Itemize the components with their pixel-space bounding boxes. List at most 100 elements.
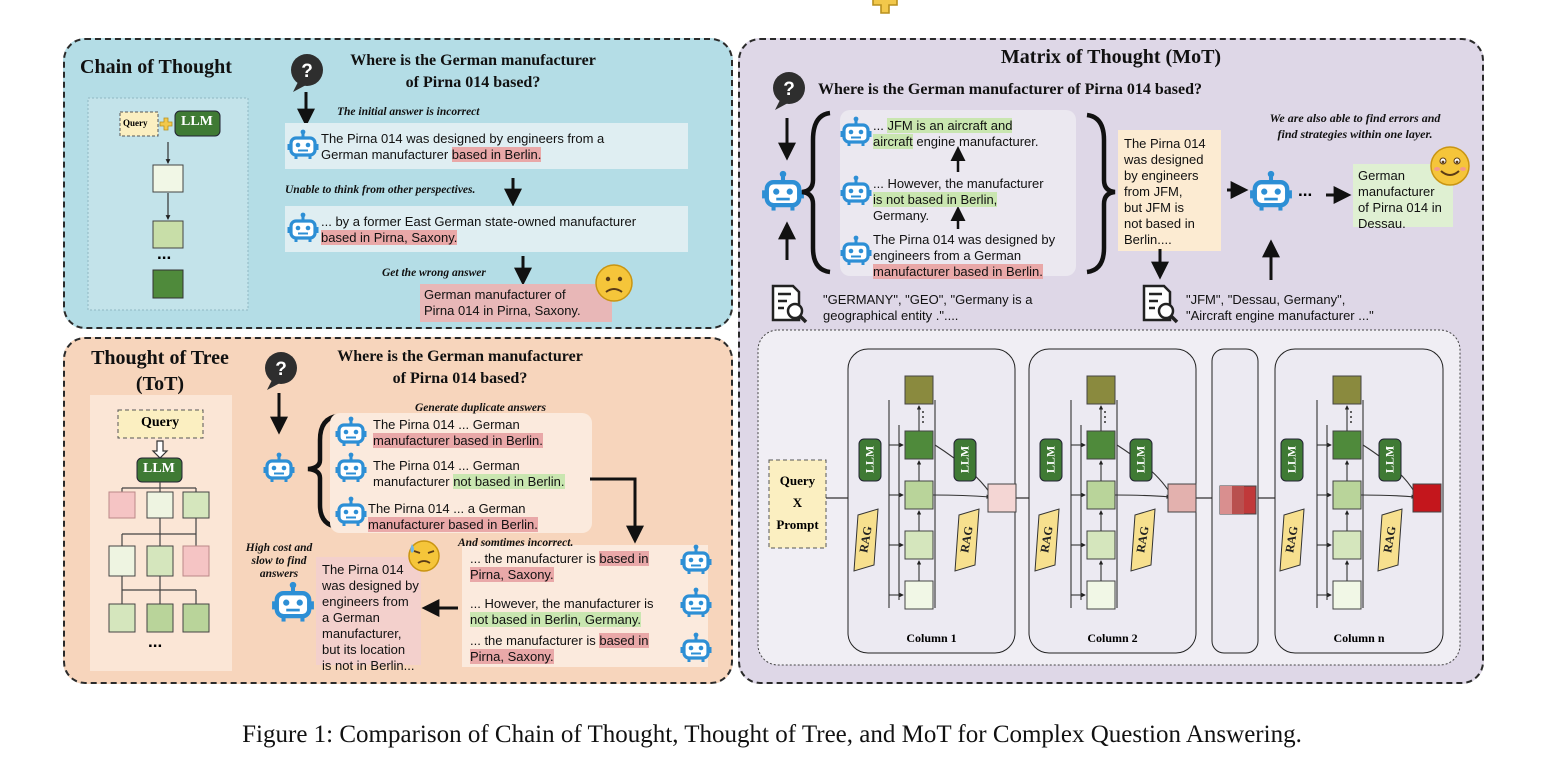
search-document-icon <box>771 284 808 324</box>
answer-line: engineers from a German <box>873 248 1022 263</box>
mot-query-prompt-box <box>768 459 827 549</box>
robot-icon <box>272 582 314 622</box>
mot-query-prompt-label: Query X Prompt <box>769 470 826 536</box>
tot-answer-3: The Pirna 014 ... a German manufacturer … <box>368 501 588 533</box>
llm-tag-label: LLM <box>1133 445 1148 474</box>
matrix-node <box>1332 530 1362 560</box>
tot-incorrect-box <box>462 545 708 667</box>
mot-retrieval-2: "JFM", "Dessau, Germany", "Aircraft engi… <box>1186 292 1446 324</box>
question-line: of Pirna 014 based? <box>392 370 528 387</box>
answer-line: ... by a former East German state-owned … <box>321 214 637 229</box>
brace <box>1086 112 1116 275</box>
answer-line: The Pirna 014 ... a German <box>368 501 526 516</box>
note-line: We are also able to find errors and <box>1269 111 1441 125</box>
mot-summary: The Pirna 014 was designed by engineers … <box>1124 136 1220 248</box>
mot-ellipsis: ... <box>1298 181 1313 200</box>
cot-note-unable: Unable to think from other perspectives. <box>285 184 476 196</box>
answer-line: German manufacturer of <box>424 287 566 302</box>
summary-line: Berlin.... <box>1124 232 1172 247</box>
answer-line: Pirna 014 in Pirna, Saxony. <box>424 303 581 318</box>
summary-line: by engineers <box>1124 168 1199 183</box>
sad-face-icon <box>595 264 633 302</box>
answer-line: but its location <box>322 642 406 657</box>
answer-line: Germany. <box>873 208 930 223</box>
highlight-text: based in <box>599 551 649 566</box>
highlight-text: based in <box>599 633 649 648</box>
mot-reasoning-1: ... JFM is an aircraft and aircraft engi… <box>873 118 1073 150</box>
column-1-nodes <box>853 375 1017 610</box>
answer-line: ... However, the manufacturer is <box>470 596 654 611</box>
cot-title: Chain of Thought <box>80 56 232 78</box>
question-line: Where is the German manufacturer <box>337 348 583 365</box>
llm-tag-label: LLM <box>862 445 877 474</box>
answer-line: manufacturer, <box>322 626 402 641</box>
cot-final-box <box>420 284 612 322</box>
tot-node <box>108 491 136 519</box>
column-n-label: Column n <box>1333 631 1385 645</box>
tot-node <box>146 603 174 633</box>
tot-title: Thought of Tree (ToT) <box>80 345 240 397</box>
tot-node <box>108 603 136 633</box>
answer-line: The Pirna 014 ... German <box>373 458 520 473</box>
cot-question: Where is the German manufacturer of Pirn… <box>328 50 618 94</box>
matrix-node <box>1086 480 1116 510</box>
answer-text: ... the manufacturer is <box>470 551 600 566</box>
cot-answer-1: The Pirna 014 was designed by engineers … <box>321 131 687 163</box>
column-2-nodes <box>1034 375 1197 610</box>
smile-face-icon <box>1430 146 1470 186</box>
sweat-face-icon <box>408 540 440 572</box>
tot-final-box <box>316 557 421 665</box>
answer-line: is not in Berlin... <box>322 658 415 673</box>
highlight-text: aircraft <box>873 134 913 149</box>
answer-line: was designed by <box>322 578 419 593</box>
answer-line: a German <box>322 610 380 625</box>
tot-ellipsis: ... <box>148 632 163 651</box>
tot-note-cost: High cost and slow to find answers <box>236 542 322 581</box>
note-line: find strategies within one layer. <box>1277 127 1433 141</box>
tot-node <box>182 545 210 577</box>
highlight-text: based in Berlin. <box>451 147 542 162</box>
matrix-node <box>904 430 934 460</box>
question-line: of Pirna 014 based? <box>405 74 541 91</box>
tot-answer-1: The Pirna 014 ... German manufacturer ba… <box>373 417 588 449</box>
question-bubble-icon <box>773 72 805 110</box>
matrix-node <box>1332 430 1362 460</box>
tot-incorrect-1: ... the manufacturer is based in Pirna, … <box>470 551 680 583</box>
x-label: X <box>792 495 803 510</box>
retrieval-line: "GERMANY", "GEO", "Germany is a <box>823 292 1033 307</box>
tot-node <box>108 545 136 577</box>
matrix-node <box>1332 480 1362 510</box>
summary-line: from JFM, <box>1124 184 1183 199</box>
highlight-text: based in Pirna, Saxony. <box>321 230 458 245</box>
highlight-text: not based in Berlin. <box>453 474 565 489</box>
search-document-icon <box>1142 284 1179 324</box>
answer-line: German <box>1358 168 1405 183</box>
tot-query-box <box>117 409 204 439</box>
answer-line: Dessau. <box>1358 216 1406 231</box>
question-bubble-icon <box>265 352 297 390</box>
answer-line: of Pirna 014 in <box>1358 200 1442 215</box>
answer-text: ... the manufacturer is <box>470 633 600 648</box>
tot-node <box>146 491 174 519</box>
mot-summary-box <box>1118 130 1221 251</box>
column-1-label: Column 1 <box>906 631 957 645</box>
brace <box>801 110 831 275</box>
highlight-text: manufacturer based in Berlin. <box>873 264 1043 279</box>
llm-tag-label: LLM <box>1382 445 1397 474</box>
cot-query-label: Query <box>123 118 148 128</box>
answer-text: ... <box>873 118 888 133</box>
column-output-node <box>987 483 1017 513</box>
mot-reasoning-3: The Pirna 014 was designed by engineers … <box>873 232 1073 280</box>
answer-line: The Pirna 014 ... German <box>373 417 520 432</box>
column-2-label: Column 2 <box>1087 631 1138 645</box>
matrix-node <box>904 480 934 510</box>
highlight-text: manufacturer based in Berlin. <box>368 517 538 532</box>
mot-final-answer: German manufacturer of Pirna 014 in Dess… <box>1358 168 1454 232</box>
query-label: Query <box>779 473 816 488</box>
answer-line: manufacturer <box>1358 184 1435 199</box>
note-line: slow to find <box>251 555 307 567</box>
cot-answer-2: ... by a former East German state-owned … <box>321 214 687 246</box>
tot-query-label: Query <box>141 415 180 430</box>
matrix-node <box>1332 580 1362 610</box>
tot-question: Where is the German manufacturer of Pirn… <box>315 346 605 390</box>
